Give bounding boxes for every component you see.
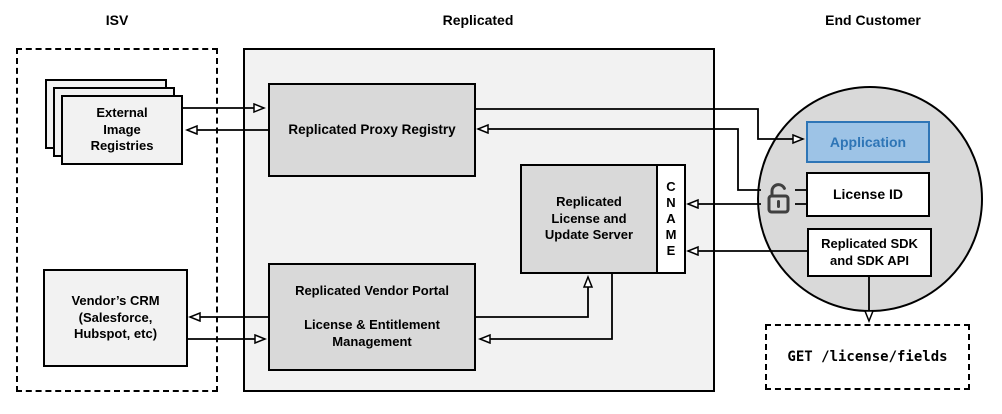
application-label: Application bbox=[829, 133, 907, 150]
external-image-registries-node: External Image Registries bbox=[61, 95, 183, 165]
open-padlock-glyph bbox=[767, 183, 790, 214]
get-license-fields-dashed-box bbox=[765, 324, 970, 390]
external-image-registries-label: External Image Registries bbox=[90, 104, 154, 154]
vendors-crm-label: Vendor’s CRM (Salesforce, Hubspot, etc) bbox=[71, 292, 160, 342]
cname-label: C N A M E bbox=[665, 179, 677, 258]
application-node: Application bbox=[806, 121, 930, 163]
vendor-portal-node: Replicated Vendor Portal License & Entit… bbox=[268, 263, 476, 371]
license-id-label: License ID bbox=[832, 186, 904, 203]
isv-dashed-container bbox=[16, 48, 218, 392]
section-label-end-customer: End Customer bbox=[825, 12, 921, 28]
vendor-portal-label: Replicated Vendor Portal License & Entit… bbox=[295, 283, 449, 349]
proxy-registry-node: Replicated Proxy Registry bbox=[268, 83, 476, 177]
unlock-icon bbox=[761, 179, 795, 217]
get-license-fields-node: GET /license/fields bbox=[765, 324, 970, 390]
license-update-server-node: Replicated License and Update Server bbox=[520, 164, 658, 274]
license-update-server-label: Replicated License and Update Server bbox=[544, 193, 634, 243]
get-license-fields-label: GET /license/fields bbox=[787, 348, 948, 365]
vendors-crm-node: Vendor’s CRM (Salesforce, Hubspot, etc) bbox=[43, 269, 188, 367]
cname-strip: C N A M E bbox=[656, 164, 686, 274]
license-id-node: License ID bbox=[806, 172, 930, 217]
section-label-isv: ISV bbox=[105, 12, 129, 28]
section-label-replicated: Replicated bbox=[442, 12, 514, 28]
proxy-registry-label: Replicated Proxy Registry bbox=[288, 122, 456, 138]
replicated-sdk-node: Replicated SDK and SDK API bbox=[807, 228, 932, 277]
replicated-sdk-label: Replicated SDK and SDK API bbox=[821, 235, 918, 268]
